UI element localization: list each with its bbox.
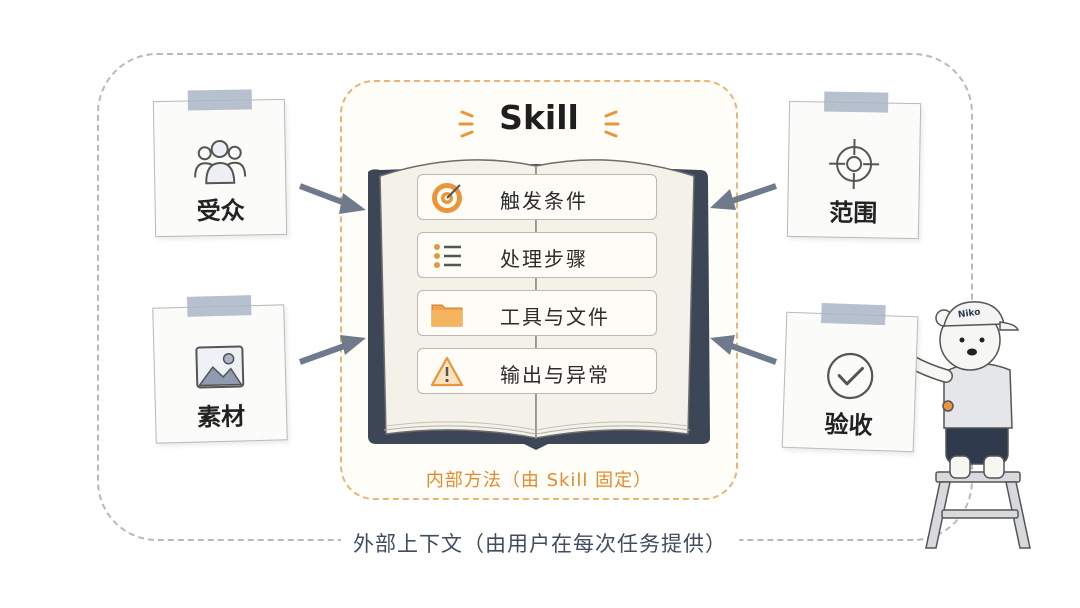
skill-title: Skill bbox=[499, 98, 579, 137]
image-icon bbox=[195, 345, 245, 389]
list-icon bbox=[434, 244, 461, 268]
step-stool bbox=[925, 471, 1031, 549]
arrow-material bbox=[298, 335, 366, 365]
tape bbox=[187, 89, 252, 111]
sparkle-right-icon bbox=[604, 110, 620, 138]
chapter-output-and-exceptions: 输出与异常 bbox=[417, 348, 657, 394]
crosshair-icon bbox=[829, 138, 880, 190]
chapter-tools-and-files: 工具与文件 bbox=[417, 290, 657, 336]
tape bbox=[186, 295, 252, 317]
chapter-trigger-conditions: 触发条件 bbox=[417, 174, 657, 220]
arrow-scope bbox=[710, 183, 777, 210]
tape bbox=[821, 302, 886, 326]
outer-context-label: 外部上下文（由用户在每次任务提供） bbox=[0, 528, 1080, 558]
note-scope: 范围 bbox=[786, 91, 922, 240]
skill-inner-label: 内部方法（由 Skill 固定） bbox=[425, 470, 653, 491]
chapter-label: 处理步骤 bbox=[500, 247, 588, 271]
arrow-audience bbox=[298, 183, 366, 214]
mascot-bear bbox=[905, 301, 1031, 549]
warning-icon bbox=[430, 356, 464, 387]
target-icon bbox=[432, 183, 462, 213]
sparkle-left-icon bbox=[458, 110, 474, 138]
tape bbox=[824, 91, 889, 113]
arrow-acceptance bbox=[710, 335, 778, 365]
chapter-label: 工具与文件 bbox=[500, 305, 610, 329]
chapter-label: 输出与异常 bbox=[500, 363, 610, 387]
chapter-label: 触发条件 bbox=[500, 189, 588, 213]
check-circle-icon bbox=[827, 352, 874, 400]
people-icon bbox=[194, 140, 247, 185]
note-label: 范围 bbox=[829, 198, 878, 228]
note-label: 验收 bbox=[824, 410, 873, 440]
note-material: 素材 bbox=[152, 295, 288, 444]
chapter-processing-steps: 处理步骤 bbox=[417, 232, 657, 278]
note-acceptance: 验收 bbox=[781, 302, 919, 453]
note-label: 素材 bbox=[196, 402, 246, 432]
note-audience: 受众 bbox=[152, 89, 288, 238]
note-label: 受众 bbox=[196, 196, 245, 226]
folder-icon bbox=[431, 304, 463, 327]
